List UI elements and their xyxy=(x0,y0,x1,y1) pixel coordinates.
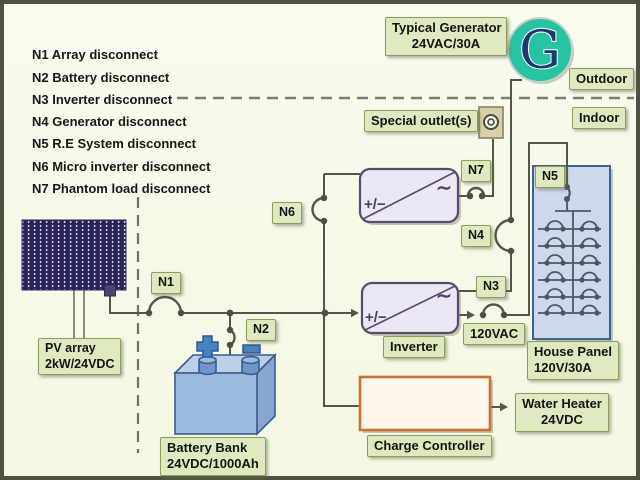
micro-inverter-ac-symbol: ∼ xyxy=(436,178,452,199)
house-panel-name: House Panel xyxy=(534,344,613,359)
battery-bank-spec: 24VDC/1000Ah xyxy=(167,456,259,472)
inverter-label: Inverter xyxy=(383,336,445,359)
switch-tag-n3: N3 xyxy=(476,276,506,298)
switch-tag-n7: N7 xyxy=(461,160,491,182)
house-panel-spec: 120V/30A xyxy=(534,360,592,376)
battery-bank-graphic xyxy=(173,335,277,436)
outdoor-label: Outdoor xyxy=(569,68,635,91)
inverter-ac-symbol: ∼ xyxy=(436,286,452,307)
generator-label: Typical Generator 24VAC/30A xyxy=(385,17,507,56)
pv-array-label: PV array 2kW/24VDC xyxy=(38,338,122,376)
legend-item-n1: N1 Array disconnect xyxy=(32,47,158,62)
legend-item-n6: N6 Micro inverter disconnect xyxy=(32,159,211,174)
pv-junction-box xyxy=(104,284,116,297)
battery-bank-name: Battery Bank xyxy=(167,440,248,455)
flow-arrows xyxy=(351,308,508,412)
generator-label-line2: 24VAC/30A xyxy=(411,36,481,52)
generator-icon: G xyxy=(507,17,574,84)
micro-inverter-dc-symbol: +/− xyxy=(364,196,386,213)
water-heater-name: Water Heater xyxy=(522,396,602,411)
battery-plus-icon xyxy=(196,335,219,358)
indoor-label: Indoor xyxy=(572,107,627,130)
ac-output-label: 120VAC xyxy=(463,323,526,346)
legend-item-n3: N3 Inverter disconnect xyxy=(32,92,173,107)
switch-tag-n1: N1 xyxy=(151,272,181,294)
junction-dots xyxy=(145,192,515,349)
switch-tag-n2: N2 xyxy=(246,319,276,341)
inverter-dc-symbol: +/− xyxy=(365,309,387,326)
battery-bank-label: Battery Bank 24VDC/1000Ah xyxy=(160,437,266,476)
special-outlet-label: Special outlet(s) xyxy=(364,110,479,133)
legend-item-n2: N2 Battery disconnect xyxy=(32,70,170,85)
micro-inverter-box: +/− ∼ xyxy=(358,167,461,225)
outlet-icon xyxy=(478,106,504,139)
pv-array-name: PV array xyxy=(45,341,96,355)
switch-tag-n4: N4 xyxy=(461,225,491,247)
water-heater-label: Water Heater 24VDC xyxy=(515,393,609,432)
battery-minus-icon xyxy=(242,344,261,354)
pv-array-panel xyxy=(21,219,127,297)
generator-label-line1: Typical Generator xyxy=(392,20,502,35)
switch-tag-n6: N6 xyxy=(272,202,302,224)
generator-letter: G xyxy=(519,21,561,81)
breaker-dots xyxy=(544,184,600,316)
inverter-box: +/− ∼ xyxy=(360,281,461,336)
legend-item-n5: N5 R.E System disconnect xyxy=(32,136,196,151)
legend-item-n4: N4 Generator disconnect xyxy=(32,114,187,129)
pv-array-spec: 2kW/24VDC xyxy=(45,356,115,371)
switch-tag-n5: N5 xyxy=(535,166,565,188)
house-panel-label: House Panel 120V/30A xyxy=(527,341,620,380)
charge-controller-box xyxy=(358,375,493,433)
charge-controller-label: Charge Controller xyxy=(367,435,492,458)
legend-item-n7: N7 Phantom load disconnect xyxy=(32,181,211,196)
outdoor-indoor-boundary xyxy=(136,96,634,453)
house-panel-breakers xyxy=(538,184,601,316)
water-heater-spec: 24VDC xyxy=(541,412,583,428)
